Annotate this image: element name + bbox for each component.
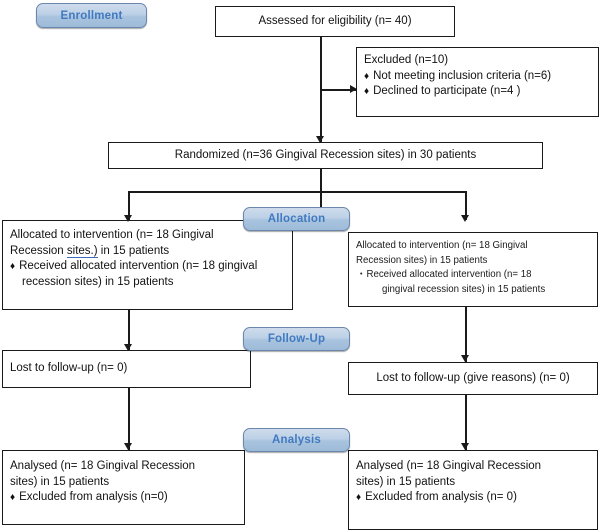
excluded-item-text: Declined to participate (n=4 ) [373, 85, 521, 97]
connector-assessed-to-excluded [320, 89, 356, 91]
connector-randomized-down [320, 168, 322, 192]
connector-allocation-bus [128, 191, 466, 193]
box-excluded: Excluded (n=10) ♦ Not meeting inclusion … [356, 47, 599, 117]
stage-banner-followup: Follow-Up [243, 327, 350, 351]
diamond-bullet-icon: ♦ [10, 492, 16, 503]
stage-label-allocation: Allocation [267, 213, 326, 225]
analysed-left-bullet-line1: Excluded from analysis (n=0) [19, 491, 168, 503]
allocated-right-bullet-line1: Received allocated intervention (n= 18 [366, 269, 532, 280]
allocated-left-line2-a: Recession [10, 244, 67, 257]
stage-label-followup: Follow-Up [267, 333, 326, 345]
diamond-bullet-icon: ♦ [364, 86, 370, 97]
randomized-text: Randomized (n=36 Gingival Recession site… [174, 148, 477, 161]
arrowhead-randomized [315, 136, 324, 143]
allocated-right-bullet: • Received allocated intervention (n= 18 [356, 268, 590, 283]
connector-right-lost-to-analysed [465, 395, 467, 450]
arrowhead-allocation-left [123, 215, 132, 222]
connector-randomized-center-down [320, 191, 322, 215]
diamond-bullet-icon: ♦ [356, 492, 362, 503]
box-randomized: Randomized (n=36 Gingival Recession site… [108, 142, 543, 169]
connector-left-allocation-to-lost [128, 310, 130, 350]
analysed-right-line2: sites) in 15 patients [356, 475, 456, 488]
box-analysed-left: Analysed (n= 18 Gingival Recession sites… [2, 450, 245, 525]
arrowhead-allocation-right [460, 215, 469, 222]
arrowhead-excluded [350, 84, 357, 93]
box-allocated-left: Allocated to intervention (n= 18 Gingiva… [2, 220, 293, 310]
analysed-right-line1: Analysed (n= 18 Gingival Recession [356, 460, 542, 472]
allocated-right-bullet-line2: gingival recession sites) in 15 patients [382, 283, 546, 295]
connector-left-lost-to-analysed [128, 388, 130, 450]
analysed-left-bullet: ♦ Excluded from analysis (n=0) [10, 490, 237, 506]
excluded-heading: Excluded (n=10) [364, 54, 449, 66]
lost-left-text: Lost to follow-up (n= 0) [10, 362, 128, 374]
stage-banner-analysis: Analysis [243, 428, 350, 452]
connector-right-allocation-to-lost [465, 307, 467, 362]
arrowhead-lost-left [123, 344, 132, 351]
allocated-left-line2-misspelled: sites.) [66, 244, 98, 258]
diamond-bullet-icon: ♦ [10, 261, 16, 272]
allocated-left-line1: Allocated to intervention (n= 18 Gingiva… [10, 229, 214, 241]
allocated-left-bullet-line1: Received allocated intervention (n= 18 g… [19, 260, 258, 272]
arrowhead-analysed-right [460, 443, 469, 450]
diamond-bullet-icon: ♦ [364, 70, 370, 82]
box-assessed-for-eligibility: Assessed for eligibility (n= 40) [215, 6, 455, 37]
dot-bullet-icon: • [360, 271, 363, 278]
arrowhead-analysed-left [123, 443, 132, 450]
analysed-left-line2: sites) in 15 patients [10, 475, 110, 488]
stage-banner-allocation: Allocation [243, 207, 350, 231]
allocated-right-line1: Allocated to intervention (n= 18 Gingiva… [356, 240, 528, 251]
allocated-left-line2-c: in 15 patients [97, 244, 170, 257]
box-lost-to-followup-right: Lost to follow-up (give reasons) (n= 0) [348, 362, 598, 395]
connector-bus-to-right-allocation [465, 191, 467, 220]
excluded-item: ♦ Not meeting inclusion criteria (n=6) [364, 69, 591, 85]
analysed-right-bullet: ♦ Excluded from analysis (n= 0) [356, 490, 590, 506]
stage-label-analysis: Analysis [272, 434, 321, 446]
box-lost-to-followup-left: Lost to follow-up (n= 0) [2, 350, 251, 388]
stage-label-enrollment: Enrollment [60, 9, 123, 22]
allocated-left-bullet: ♦ Received allocated intervention (n= 18… [10, 259, 285, 275]
allocated-right-line2: Recession sites) in 15 patients [356, 254, 488, 266]
excluded-item-text: Not meeting inclusion criteria (n=6) [373, 69, 552, 82]
connector-bus-to-left-allocation [128, 191, 130, 220]
box-analysed-right: Analysed (n= 18 Gingival Recession sites… [348, 450, 598, 530]
analysed-left-line1: Analysed (n= 18 Gingival Recession [10, 460, 196, 472]
lost-right-text: Lost to follow-up (give reasons) (n= 0) [376, 371, 570, 384]
analysed-right-bullet-line1: Excluded from analysis (n= 0) [365, 491, 517, 503]
box-allocated-right: Allocated to intervention (n= 18 Gingiva… [348, 232, 598, 307]
allocated-left-bullet-line2: recession sites) in 15 patients [22, 275, 174, 288]
arrowhead-lost-right [460, 355, 469, 362]
excluded-item: ♦ Declined to participate (n=4 ) [364, 84, 591, 100]
assessed-text: Assessed for eligibility (n= 40) [258, 14, 412, 27]
stage-banner-enrollment: Enrollment [36, 3, 147, 28]
allocated-left-line2: Recession sites.) in 15 patients [10, 244, 285, 260]
